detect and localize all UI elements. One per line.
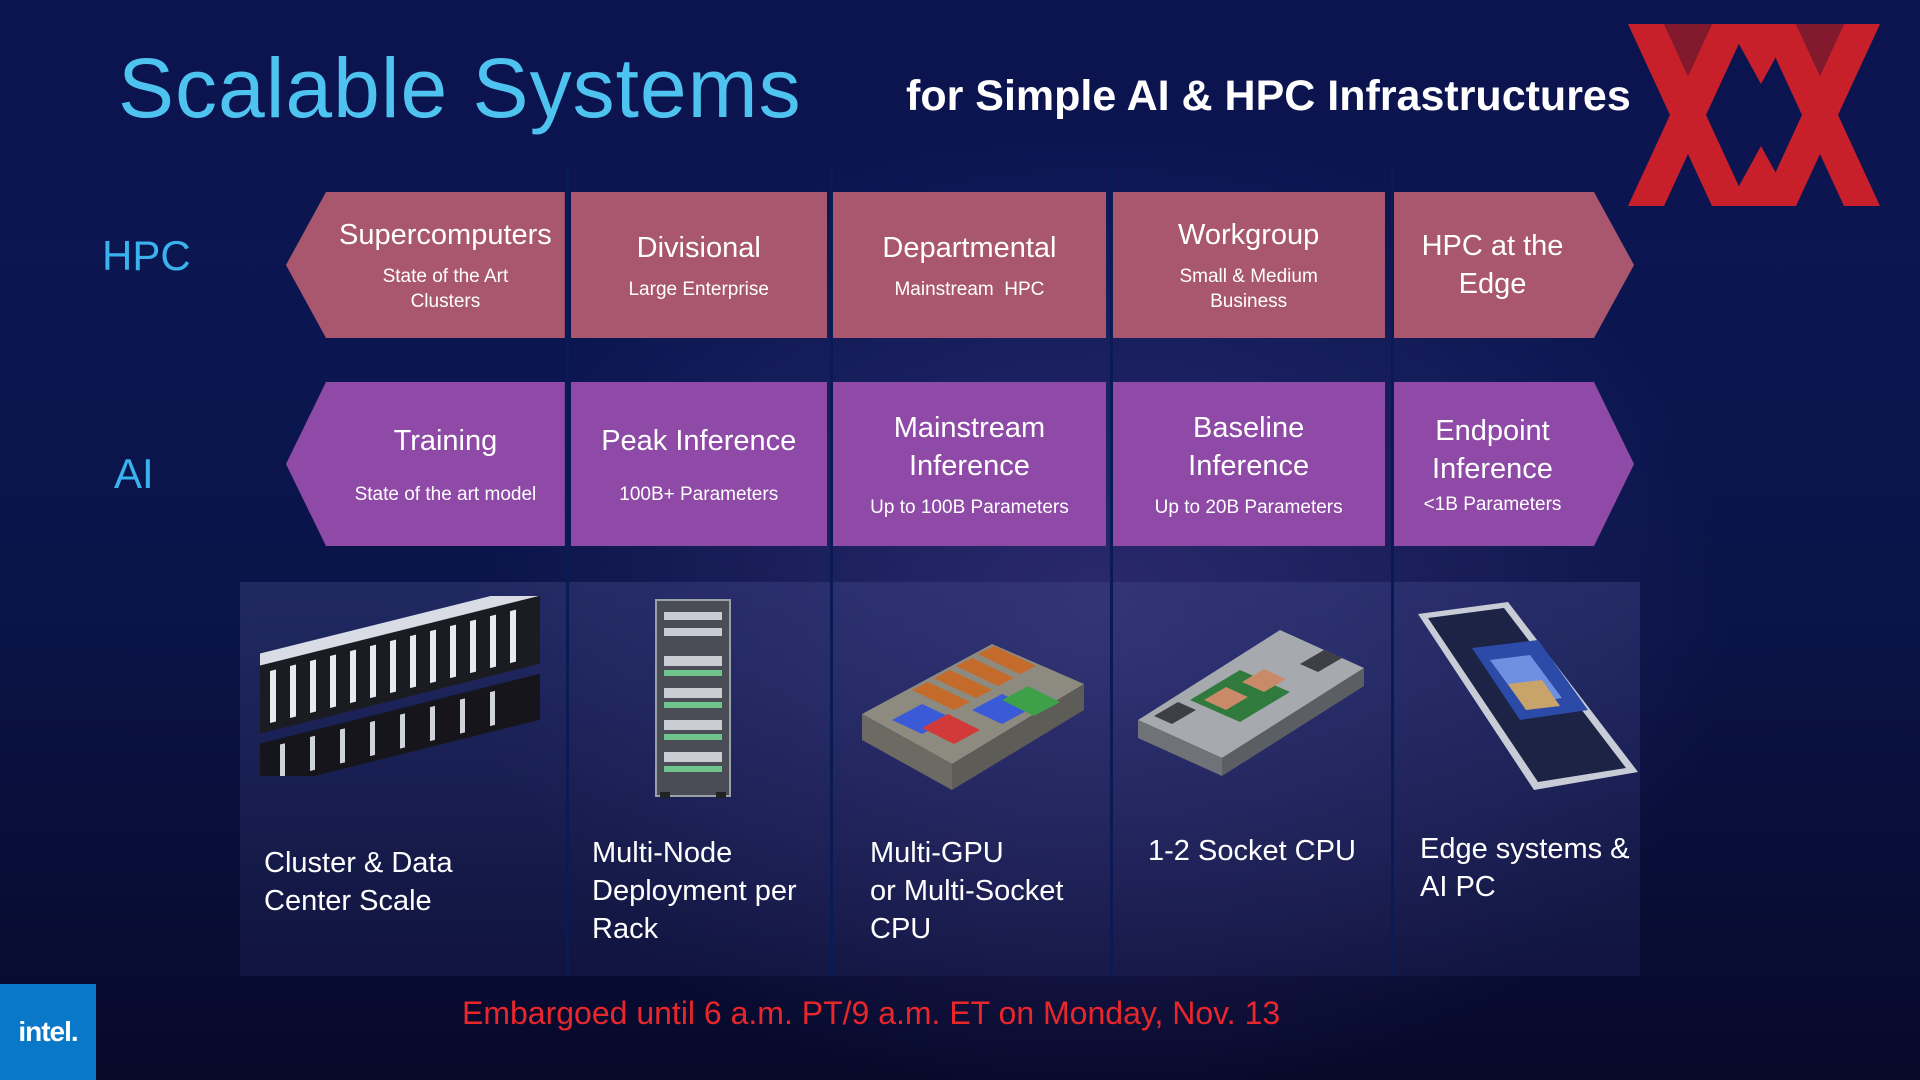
caption-line: or Multi-Socket xyxy=(870,875,1064,907)
multi-gpu-caption: Multi-GPU or Multi-Socket CPU xyxy=(870,834,1063,948)
segment-heading: Divisional xyxy=(636,231,761,264)
ai-row-label: AI xyxy=(114,450,154,497)
ai-segment-mainstream-inference: Mainstream Inference Up to 100B Paramete… xyxy=(832,382,1107,546)
segment-subtitle: Large Enterprise xyxy=(628,278,769,300)
caption-line: Cluster & Data xyxy=(264,847,453,879)
socket-cpu-server-image xyxy=(1138,630,1364,776)
segment-subtitle: <1B Parameters xyxy=(1423,493,1562,515)
intel-logo: intel. xyxy=(0,984,96,1080)
page-title: Scalable Systems xyxy=(118,41,802,135)
hpc-row-label: HPC xyxy=(102,232,191,279)
ai-segment-training: Training State of the art model xyxy=(286,382,565,546)
segment-heading: HPC at the Edge xyxy=(1421,230,1564,300)
xx-logo xyxy=(1628,24,1880,206)
hpc-segment-workgroup: Workgroup Small & Medium Business xyxy=(1112,192,1385,338)
caption-line: AI PC xyxy=(1420,871,1496,903)
edge-caption: Edge systems & AI PC xyxy=(1420,830,1630,906)
rack-caption: Multi-Node Deployment per Rack xyxy=(592,834,797,948)
ai-band: Training State of the art model Peak Inf… xyxy=(286,382,1634,546)
cluster-caption: Cluster & Data Center Scale xyxy=(264,844,453,920)
caption-line: Multi-GPU xyxy=(870,837,1004,869)
caption-line: Deployment per xyxy=(592,875,797,907)
column-divider xyxy=(1391,168,1394,976)
segment-heading: Peak Inference xyxy=(601,424,797,457)
segment-heading: Endpoint Inference xyxy=(1432,414,1553,485)
column-divider xyxy=(566,168,569,976)
multi-gpu-server-image xyxy=(862,644,1084,790)
intel-logo-text: intel. xyxy=(18,1016,78,1047)
hpc-band: Supercomputers State of the Art Clusters… xyxy=(286,192,1634,338)
segment-subtitle: Up to 100B Parameters xyxy=(870,496,1069,518)
socket-cpu-caption: 1-2 Socket CPU xyxy=(1148,832,1356,870)
hpc-segment-edge: HPC at the Edge xyxy=(1391,192,1634,338)
column-divider xyxy=(830,168,833,976)
segment-subtitle: Mainstream HPC xyxy=(894,278,1045,300)
segment-heading: Mainstream Inference xyxy=(893,411,1046,482)
caption-line: CPU xyxy=(870,913,932,945)
embargo-notice: Embargoed until 6 a.m. PT/9 a.m. ET on M… xyxy=(462,995,1281,1031)
segment-subtitle: State of the art model xyxy=(354,483,537,505)
segment-heading: Baseline Inference xyxy=(1188,411,1310,482)
caption-line: 1-2 Socket CPU xyxy=(1148,835,1356,867)
ai-segment-baseline-inference: Baseline Inference Up to 20B Parameters xyxy=(1112,382,1385,546)
segment-heading: Training xyxy=(393,424,498,457)
segment-subtitle: Small & Medium Business xyxy=(1179,266,1318,312)
segment-subtitle: State of the Art Clusters xyxy=(382,266,509,312)
hpc-segment-supercomputers: Supercomputers State of the Art Clusters xyxy=(286,192,565,338)
segment-heading: Departmental xyxy=(882,231,1057,264)
caption-line: Rack xyxy=(592,913,659,945)
caption-line: Multi-Node xyxy=(592,837,733,869)
caption-line: Edge systems & xyxy=(1420,833,1630,865)
caption-line: Center Scale xyxy=(264,885,432,917)
cluster-image xyxy=(260,596,540,776)
page-subtitle: for Simple AI & HPC Infrastructures xyxy=(906,72,1631,120)
edge-ai-pc-image xyxy=(1418,602,1638,790)
segment-heading: Workgroup xyxy=(1177,219,1320,251)
column-divider xyxy=(1110,168,1113,976)
segment-subtitle: 100B+ Parameters xyxy=(619,483,779,505)
rack-image xyxy=(655,599,731,798)
hpc-segment-departmental: Departmental Mainstream HPC xyxy=(832,192,1107,338)
ai-segment-peak-inference: Peak Inference 100B+ Parameters xyxy=(570,382,827,546)
segment-heading: Supercomputers xyxy=(339,219,552,251)
hpc-segment-divisional: Divisional Large Enterprise xyxy=(570,192,827,338)
ai-segment-endpoint-inference: Endpoint Inference <1B Parameters xyxy=(1391,382,1634,546)
segment-subtitle: Up to 20B Parameters xyxy=(1154,496,1343,518)
